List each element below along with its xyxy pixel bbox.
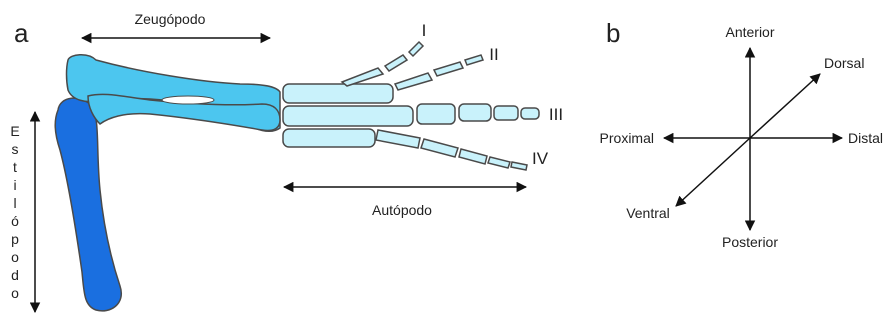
metacarpal bbox=[283, 129, 375, 147]
metacarpal bbox=[283, 106, 413, 126]
estilopodo-letter: t bbox=[13, 159, 17, 175]
estilopodo-letter: ó bbox=[11, 213, 19, 229]
phalanx bbox=[421, 139, 458, 157]
autopod bbox=[283, 42, 539, 170]
estilopodo-label: E s t i l ó p o d o bbox=[10, 123, 19, 301]
proximal-label: Proximal bbox=[600, 130, 654, 146]
estilopodo-letter: E bbox=[10, 123, 19, 139]
ventral-label: Ventral bbox=[626, 205, 670, 221]
zeugopodo-label: Zeugópodo bbox=[135, 11, 206, 27]
estilopodo-letter: p bbox=[11, 231, 19, 247]
dorsal-arrow bbox=[750, 74, 820, 138]
estilopodo-letter: i bbox=[13, 177, 16, 193]
phalanx bbox=[385, 55, 407, 71]
interosseous-gap bbox=[162, 96, 214, 104]
distal-label: Distal bbox=[848, 130, 883, 146]
digit-label-I: I bbox=[422, 21, 427, 40]
phalanx bbox=[494, 106, 518, 120]
estilopodo-letter: s bbox=[12, 141, 19, 157]
estilopodo-letter: o bbox=[11, 285, 19, 301]
phalanx bbox=[417, 104, 455, 124]
digit-label-IV: IV bbox=[532, 149, 549, 168]
estilopodo-letter: d bbox=[11, 267, 19, 283]
phalanx bbox=[409, 42, 423, 56]
digit-label-II: II bbox=[489, 45, 498, 64]
phalanx bbox=[488, 157, 510, 168]
digit-label-III: III bbox=[549, 105, 563, 124]
phalanx bbox=[434, 62, 463, 76]
phalanx bbox=[521, 108, 539, 119]
ventral-arrow bbox=[676, 138, 750, 206]
phalanx bbox=[376, 130, 420, 148]
dorsal-label: Dorsal bbox=[824, 55, 864, 71]
metacarpal bbox=[283, 84, 393, 103]
phalanx bbox=[465, 55, 483, 65]
panel-a-letter: a bbox=[14, 18, 29, 48]
phalanx bbox=[511, 162, 527, 170]
panel-b-letter: b bbox=[606, 18, 620, 48]
stylopod-bone bbox=[55, 98, 121, 311]
estilopodo-letter: l bbox=[13, 195, 16, 211]
anterior-label: Anterior bbox=[725, 24, 774, 40]
posterior-label: Posterior bbox=[722, 234, 778, 250]
autopodo-label: Autópodo bbox=[372, 202, 432, 218]
phalanx bbox=[459, 104, 491, 121]
phalanx bbox=[395, 73, 432, 90]
estilopodo-letter: o bbox=[11, 249, 19, 265]
phalanx bbox=[459, 149, 487, 164]
